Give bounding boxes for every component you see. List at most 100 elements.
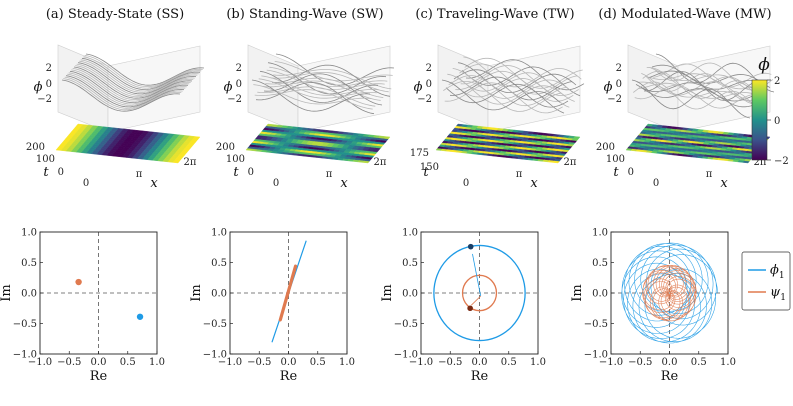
surface-wire-line: [253, 84, 372, 105]
surface-wire-line: [85, 53, 205, 86]
series-phi1-trajectory: [621, 242, 718, 344]
surface-wire-line: [73, 66, 193, 99]
x-tick-label: π: [516, 169, 523, 180]
colorbar-bar: [751, 79, 768, 161]
surface-wire-line: [443, 81, 562, 112]
z-tick-label: 0: [236, 79, 242, 90]
t-tick-label: 0: [58, 167, 64, 178]
series-psi1-point: [75, 278, 82, 286]
surface-wire-line: [444, 82, 563, 114]
surface-wire-line: [275, 53, 395, 86]
surface-wire-line: [447, 73, 566, 105]
x-tick-label: −0.5: [628, 357, 652, 368]
x-tick-label: 0: [83, 178, 89, 189]
surface-wire-line: [83, 56, 202, 89]
x-tick-label: 2π: [374, 157, 387, 168]
surface-wire-line: [65, 75, 185, 108]
y-axis-label: Im: [0, 284, 14, 301]
surface-wire-line: [650, 67, 769, 91]
heatmap-cell: [192, 136, 201, 140]
x-tick-label: 1.0: [530, 357, 546, 368]
y-tick-label: −0.5: [584, 319, 608, 330]
z-tick-label: 2: [426, 63, 432, 74]
surface-wire-line: [441, 79, 561, 111]
x-tick-label: 0.5: [310, 357, 326, 368]
panel-title-sw: (b) Standing-Wave (SW): [226, 7, 383, 22]
surface-wire-line: [646, 67, 765, 99]
surface-wire-line: [258, 78, 377, 99]
series-psi1-orbit: [461, 274, 498, 312]
x-axis-label: x: [340, 176, 348, 191]
y-tick-label: 0.0: [592, 289, 608, 300]
colorbar-label: ϕ: [758, 55, 770, 75]
y-tick-label: −1.0: [203, 350, 227, 361]
box-pane-left: [57, 44, 109, 133]
legend-box: [741, 251, 791, 311]
series-psi1-line: [278, 264, 298, 322]
z-tick-label: −2: [37, 94, 52, 105]
x-tick-label: 1.0: [720, 357, 736, 368]
y-tick-label: 0.5: [402, 258, 418, 269]
x-tick-label: −1.0: [599, 357, 623, 368]
y-tick-label: −1.0: [584, 350, 608, 361]
t-tick-label: 100: [606, 154, 625, 165]
surface-wire-line: [84, 55, 203, 87]
surface-wire-line: [63, 78, 182, 111]
x-tick-label: −0.5: [57, 357, 81, 368]
surface-panel-mw: (d) Modulated-Wave (MW)20−2ϕ2001000t0π2π…: [596, 7, 775, 191]
surface-wire-line: [69, 70, 189, 103]
x-axis-label: Re: [90, 369, 108, 384]
z-tick-label: −2: [417, 94, 432, 105]
x-tick-label: 0.5: [501, 357, 517, 368]
panel-title-tw: (c) Traveling-Wave (TW): [415, 7, 574, 22]
x-tick-label: 0.0: [472, 357, 488, 368]
surface-wire-line: [457, 62, 577, 93]
surface-wire-line: [76, 63, 195, 96]
legend-subscript: 1: [780, 293, 786, 303]
plot-area: [230, 232, 347, 354]
surface-wire-line: [259, 70, 379, 103]
surface-wire-line: [79, 60, 198, 93]
z-tick-label: −2: [607, 94, 622, 105]
phi1-radius-arrow: [472, 253, 482, 297]
colorbar: ϕ20−2: [751, 55, 789, 167]
x-tick-label: 0: [273, 178, 279, 189]
x-axis-label: Re: [280, 369, 298, 384]
x-tick-label: π: [326, 169, 333, 180]
y-tick-label: 0.0: [21, 289, 37, 300]
z-tick-label: 0: [426, 79, 432, 90]
x-tick-label: 0.0: [91, 357, 107, 368]
surface-wire-line: [645, 73, 764, 102]
t-axis-label: t: [423, 165, 429, 180]
plot-area: [611, 232, 728, 354]
x-axis-label: Re: [471, 369, 489, 384]
t-tick-label: 200: [26, 142, 45, 153]
colorbar-tick-label: 2: [774, 76, 780, 87]
colorbar-tick-label: −2: [774, 156, 789, 167]
box-pane-back: [677, 45, 771, 133]
t-tick-label: 0: [628, 167, 634, 178]
panel-title-ss: (a) Steady-State (SS): [46, 7, 184, 22]
t-tick-label: 150: [420, 162, 439, 173]
x-axis-label: x: [530, 176, 538, 191]
surface-wire-line: [649, 73, 768, 90]
surface-wire-line: [448, 75, 567, 107]
heatmap-cell: [572, 136, 581, 140]
y-tick-label: −1.0: [13, 350, 37, 361]
y-tick-label: 0.5: [21, 258, 37, 269]
t-tick-label: 0: [248, 167, 254, 178]
x-tick-label: 0.5: [120, 357, 136, 368]
t-axis-label: t: [43, 165, 49, 180]
surface-wire-line: [463, 56, 582, 88]
z-axis-label: ϕ: [224, 80, 233, 95]
surface-wire-line: [271, 64, 391, 97]
x-tick-label: −1.0: [28, 357, 52, 368]
panel-title-mw: (d) Modulated-Wave (MW): [598, 7, 771, 22]
t-axis-label: t: [613, 165, 619, 180]
surface-wire-line: [261, 75, 380, 96]
surface-wire-line: [452, 68, 571, 99]
